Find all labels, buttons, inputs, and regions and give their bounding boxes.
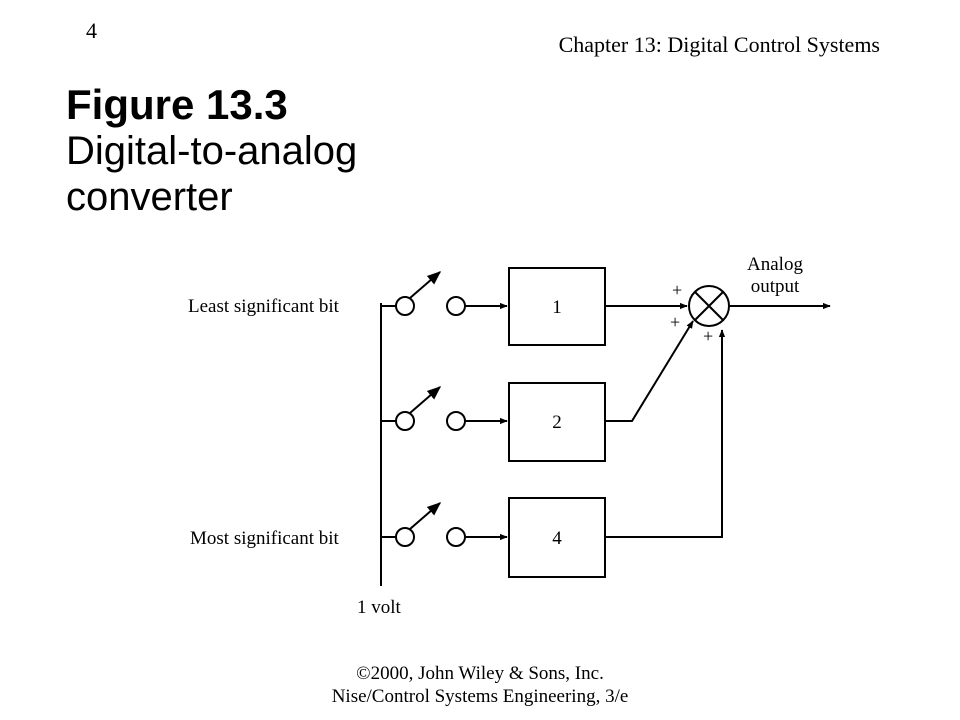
path-block-2-to-sum	[605, 320, 694, 422]
switch-contact	[395, 527, 415, 547]
footer: ©2000, John Wiley & Sons, Inc. Nise/Cont…	[0, 662, 960, 708]
lsb-label: Least significant bit	[188, 296, 340, 317]
switch-contact	[446, 527, 466, 547]
switch-lever	[409, 386, 442, 414]
sum-sign-top: +	[672, 280, 682, 300]
switch-contact	[446, 411, 466, 431]
sum-sign-middle: +	[670, 312, 680, 332]
figure-heading: Figure 13.3 Digital-to-analog converter	[66, 82, 466, 220]
sum-sign-bottom: +	[703, 326, 713, 346]
footer-book-title: Nise/Control Systems Engineering, 3/e	[331, 686, 629, 707]
switch-lever	[409, 502, 442, 530]
msb-label: Most significant bit	[190, 528, 340, 549]
output-label-line1: Analog	[747, 254, 803, 275]
output-label-line2: output	[751, 276, 800, 297]
gain-block-4-label: 4	[552, 528, 562, 549]
switch-contact	[395, 411, 415, 431]
switch-contact	[395, 296, 415, 316]
switch-lever	[409, 271, 442, 299]
switch-lsb[interactable]	[395, 271, 466, 316]
switch-mid[interactable]	[395, 386, 466, 431]
figure-number: Figure 13.3	[66, 81, 288, 128]
summing-junction	[688, 285, 730, 327]
figure-caption: Digital-to-analog converter	[66, 129, 358, 219]
page-number: 4	[86, 18, 97, 43]
supply-label: 1 volt	[357, 597, 402, 618]
gain-block-2-label: 2	[552, 412, 562, 433]
chapter-title: Chapter 13: Digital Control Systems	[558, 32, 880, 57]
switch-msb[interactable]	[395, 502, 466, 547]
footer-copyright: ©2000, John Wiley & Sons, Inc.	[356, 663, 604, 684]
gain-block-1-label: 1	[552, 297, 562, 318]
path-block-4-to-sum	[605, 329, 726, 538]
switch-contact	[446, 296, 466, 316]
